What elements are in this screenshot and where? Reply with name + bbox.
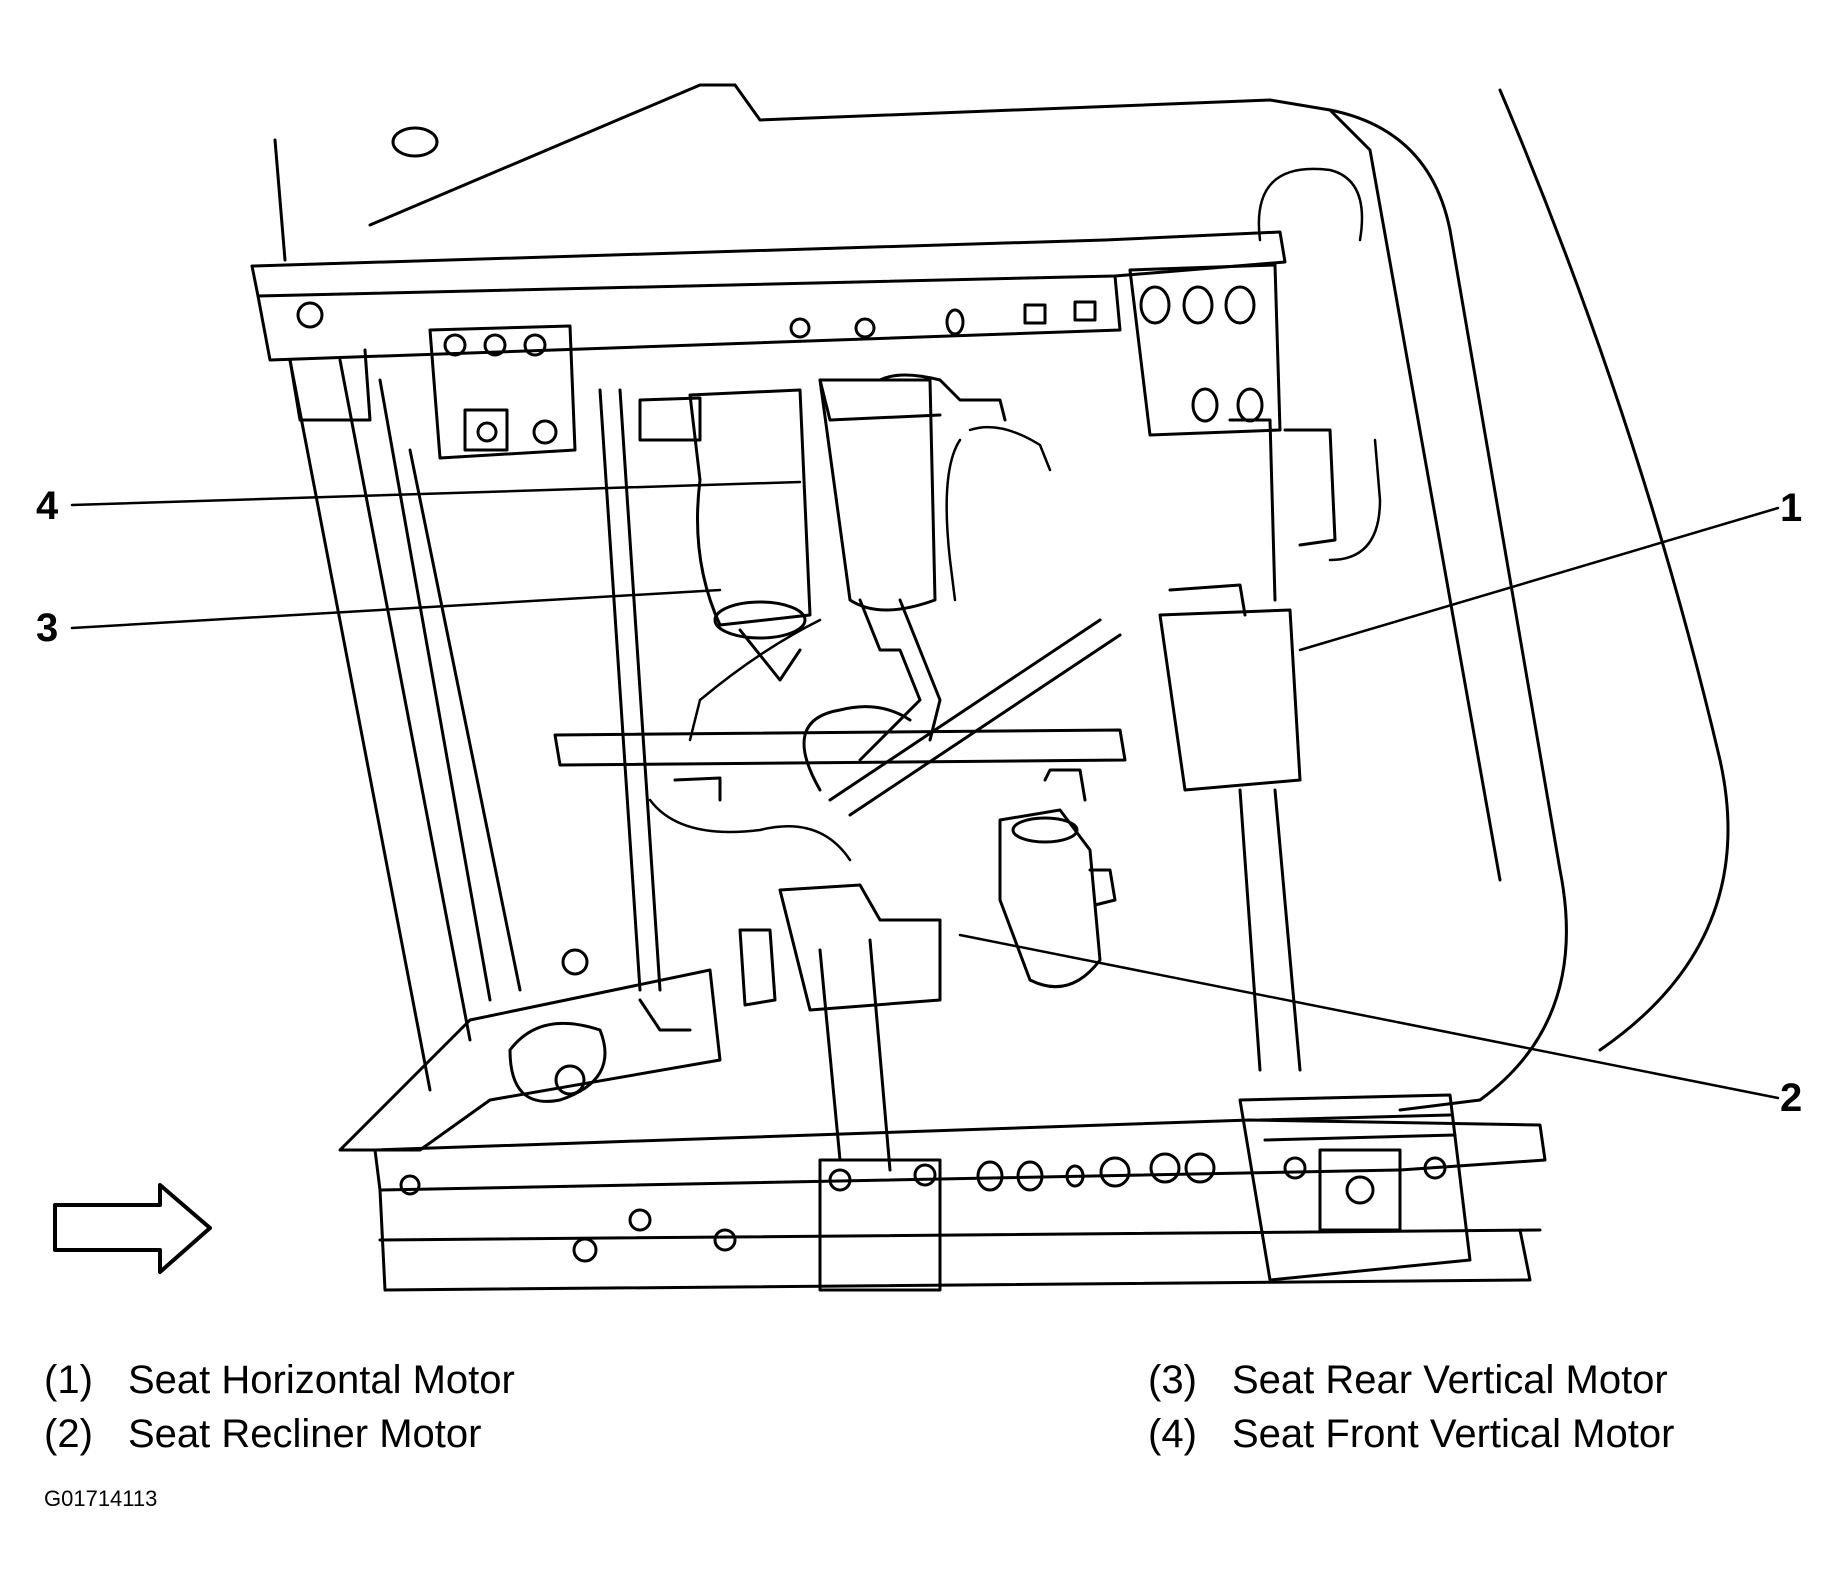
legend-item-3: (3) Seat Rear Vertical Motor	[1148, 1358, 1668, 1402]
legend-label: Seat Rear Vertical Motor	[1232, 1358, 1668, 1402]
left-top-bracket	[428, 324, 577, 460]
middle-rail	[553, 618, 1127, 817]
arrow-right-outline-icon	[53, 1183, 212, 1274]
right-top-bracket	[1128, 263, 1282, 437]
leader-line-4	[70, 480, 802, 507]
legend-label: Seat Front Vertical Motor	[1232, 1412, 1675, 1456]
callout-3: 3	[36, 606, 59, 650]
recliner-motor	[998, 768, 1117, 989]
bottom-rail	[373, 1118, 1547, 1292]
legend-num: (2)	[44, 1412, 93, 1456]
callout-4: 4	[36, 484, 59, 528]
legend-item-4: (4) Seat Front Vertical Motor	[1148, 1412, 1674, 1456]
callout-1: 1	[1780, 486, 1803, 530]
figure-id: G01714113	[44, 1486, 158, 1511]
front-vertical-motor	[638, 388, 812, 682]
rear-vertical-motor	[818, 373, 1007, 762]
wiring	[648, 167, 1382, 862]
legend-item-1: (1) Seat Horizontal Motor	[44, 1358, 515, 1402]
seat-shell	[273, 83, 1730, 1112]
legend-num: (3)	[1148, 1358, 1197, 1402]
legend-label: Seat Horizontal Motor	[128, 1358, 515, 1402]
leader-line-2	[958, 933, 1780, 1100]
leader-line-1	[1298, 506, 1780, 652]
legend-num: (1)	[44, 1358, 93, 1402]
legend-item-2: (2) Seat Recliner Motor	[44, 1412, 481, 1456]
leader-lines	[70, 480, 1780, 1100]
lower-left-hinge	[338, 948, 722, 1152]
leader-line-3	[70, 588, 722, 630]
legend-label: Seat Recliner Motor	[128, 1412, 482, 1456]
callout-2: 2	[1780, 1076, 1803, 1120]
connector-block	[673, 776, 942, 1172]
right-lower-bracket	[1238, 1093, 1472, 1282]
seat-assembly-diagram	[53, 83, 1780, 1292]
left-side-frame	[288, 358, 662, 1092]
legend-num: (4)	[1148, 1412, 1197, 1456]
horizontal-motor	[1158, 418, 1337, 1072]
